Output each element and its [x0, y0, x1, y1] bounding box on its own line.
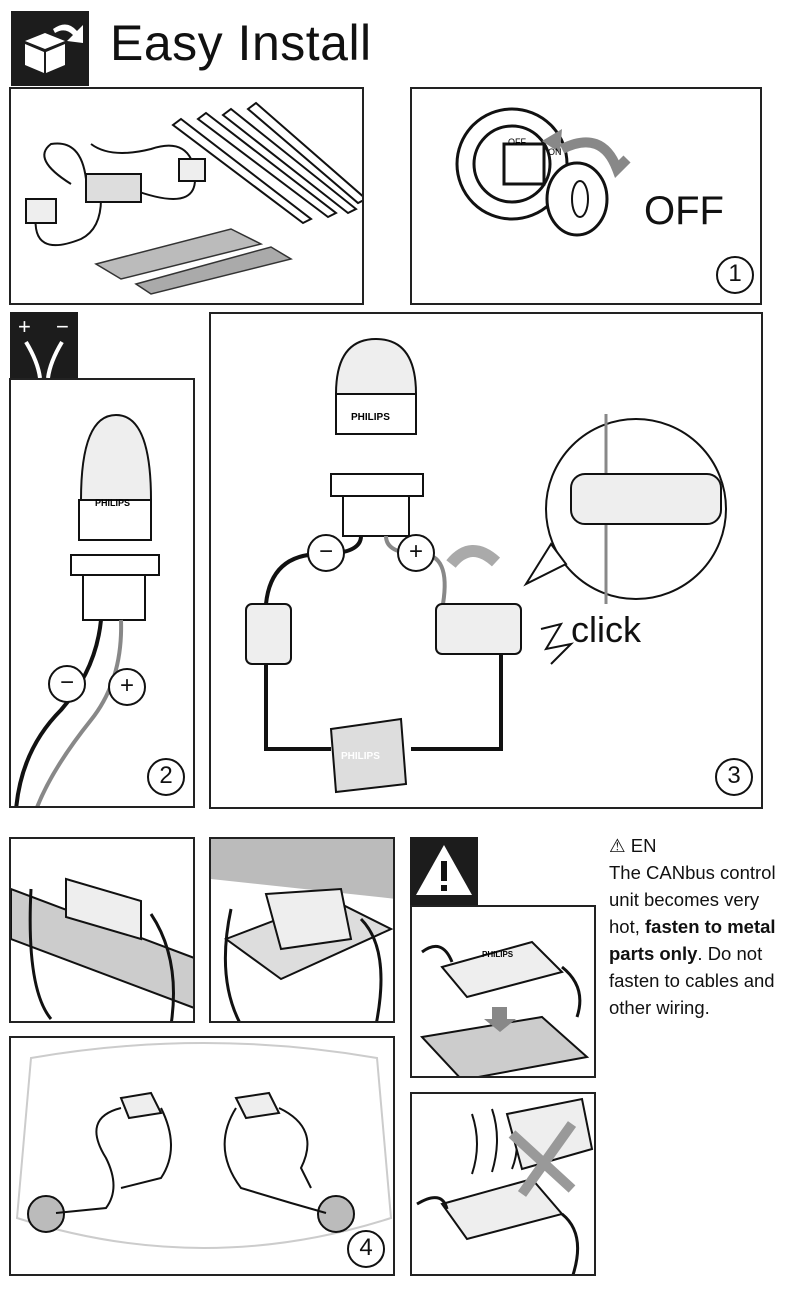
off-label: OFF — [644, 189, 724, 233]
engine-bay-illustration — [15, 1042, 393, 1249]
cable-ties-icon — [171, 101, 362, 225]
step-number: 2 — [147, 758, 185, 796]
step-3-panel: PHILIPS PHILIPS − + click 3 — [209, 312, 763, 809]
svg-text:PHILIPS: PHILIPS — [95, 498, 130, 508]
do-not-touch-panel — [410, 1092, 596, 1276]
ignition-key-illustration: OFF ON — [455, 107, 631, 237]
warning-tab — [410, 837, 478, 905]
warning-triangle-icon — [416, 845, 472, 895]
svg-text:ON: ON — [548, 147, 562, 157]
warning-text-1: The CANbus control unit becomes very hot… — [609, 862, 776, 937]
hot-unit-no-touch-illustration — [416, 1097, 594, 1274]
warning-small-icon: ⚠ — [609, 835, 626, 856]
polarity-tab: + − — [10, 312, 78, 380]
box-install-icon — [25, 24, 83, 73]
step-number: 1 — [716, 256, 754, 294]
svg-text:−: − — [56, 314, 69, 339]
svg-text:OFF: OFF — [508, 137, 526, 147]
step-1-panel: OFF ON OFF 1 — [410, 87, 762, 305]
step-4-panel: 4 — [9, 1036, 395, 1276]
warning-panel: PHILIPS — [410, 905, 596, 1078]
svg-text:PHILIPS: PHILIPS — [482, 950, 514, 959]
step-number: 4 — [347, 1230, 385, 1268]
mount-on-plate-panel — [209, 837, 395, 1023]
polarity-plus-badge: + — [108, 668, 146, 706]
svg-text:PHILIPS: PHILIPS — [351, 412, 390, 423]
step-number: 3 — [715, 758, 753, 796]
svg-text:PHILIPS: PHILIPS — [341, 751, 380, 762]
canbus-wiring-illustration: PHILIPS PHILIPS — [245, 337, 727, 794]
plus-badge: + — [397, 534, 435, 572]
step-2-panel: PHILIPS − + 2 — [9, 378, 195, 808]
canbus-unit-icon — [85, 173, 142, 203]
minus-badge: − — [307, 534, 345, 572]
bulb-polarity-illustration: PHILIPS — [14, 413, 160, 806]
polarity-wires-icon: + − — [18, 314, 69, 379]
warning-text-bold: fasten to metal parts only — [609, 916, 776, 964]
mount-on-tube-illustration — [11, 877, 193, 1021]
warning-text-2: . Do not fasten to cables and other wiri… — [609, 943, 775, 1018]
mount-on-tube-panel — [9, 837, 195, 1023]
page-title: Easy Install — [110, 15, 372, 71]
warning-lang: ⚠ EN — [609, 835, 657, 856]
warning-note: ⚠ EN The CANbus control unit becomes ver… — [609, 832, 794, 1021]
kit-contents-illustration — [25, 101, 362, 295]
polarity-minus-badge: − — [48, 665, 86, 703]
click-label: click — [571, 609, 641, 650]
mount-on-plate-illustration — [211, 839, 393, 1021]
kit-contents-panel — [9, 87, 364, 305]
adhesive-pads-icon — [94, 228, 293, 295]
header-icon-box — [11, 11, 89, 86]
svg-text:+: + — [18, 314, 31, 339]
unit-on-metal-illustration: PHILIPS — [420, 940, 590, 1076]
